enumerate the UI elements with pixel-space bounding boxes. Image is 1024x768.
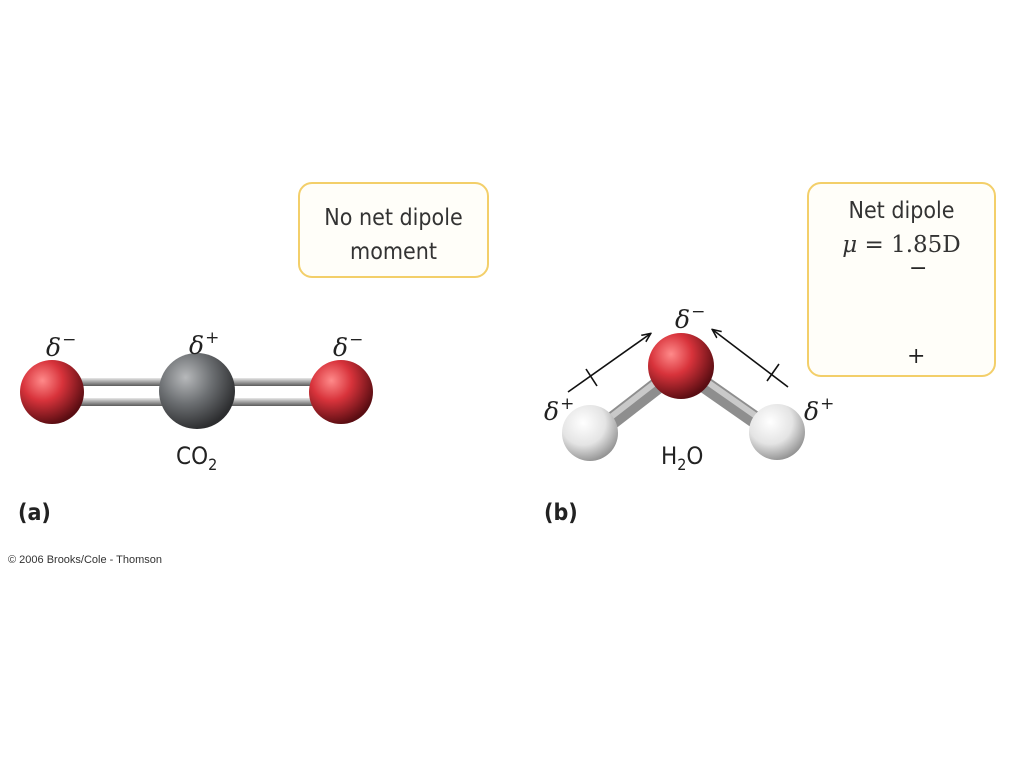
dipole-moment-value: μ = 1.85D — [809, 228, 994, 262]
copyright-notice: © 2006 Brooks/Cole - Thomson — [8, 554, 163, 566]
co2-formula: CO2 — [176, 442, 218, 474]
no-net-dipole-callout: No net dipole moment — [298, 182, 489, 278]
inset-minus-sign: − — [909, 256, 928, 281]
h2o-hydrogen-right-charge: δ+ — [804, 394, 835, 426]
inset-plus-sign: + — [907, 344, 926, 369]
h2o-hydrogen-right-atom — [749, 404, 805, 460]
callout-a-line2: moment — [350, 239, 437, 265]
mu-symbol: μ — [842, 232, 858, 258]
co2-oxygen-right-atom — [309, 360, 373, 424]
h2o-hydrogen-left-atom — [562, 405, 618, 461]
h2o-formula: H2O — [661, 442, 704, 474]
callout-b-line1: Net dipole — [848, 198, 955, 224]
co2-oxygen-left-atom — [20, 360, 84, 424]
mu-value: = 1.85D — [857, 232, 961, 258]
net-dipole-callout: Net dipole μ = 1.85D — [807, 182, 996, 377]
h2o-oxygen-charge: δ− — [675, 302, 706, 334]
co2-carbon-charge: δ+ — [189, 328, 220, 360]
co2-oxygen-left-charge: δ− — [46, 330, 77, 362]
panel-b-label: (b) — [544, 500, 578, 526]
bond-dipole-arrow-left — [567, 334, 650, 393]
panel-a-label: (a) — [18, 500, 51, 526]
h2o-oxygen-atom — [648, 333, 714, 399]
bond-dipole-arrow-right — [713, 330, 789, 388]
h2o-hydrogen-left-charge: δ+ — [544, 394, 575, 426]
callout-a-line1: No net dipole — [324, 205, 463, 231]
co2-oxygen-right-charge: δ− — [333, 330, 364, 362]
co2-carbon-atom — [159, 353, 235, 429]
